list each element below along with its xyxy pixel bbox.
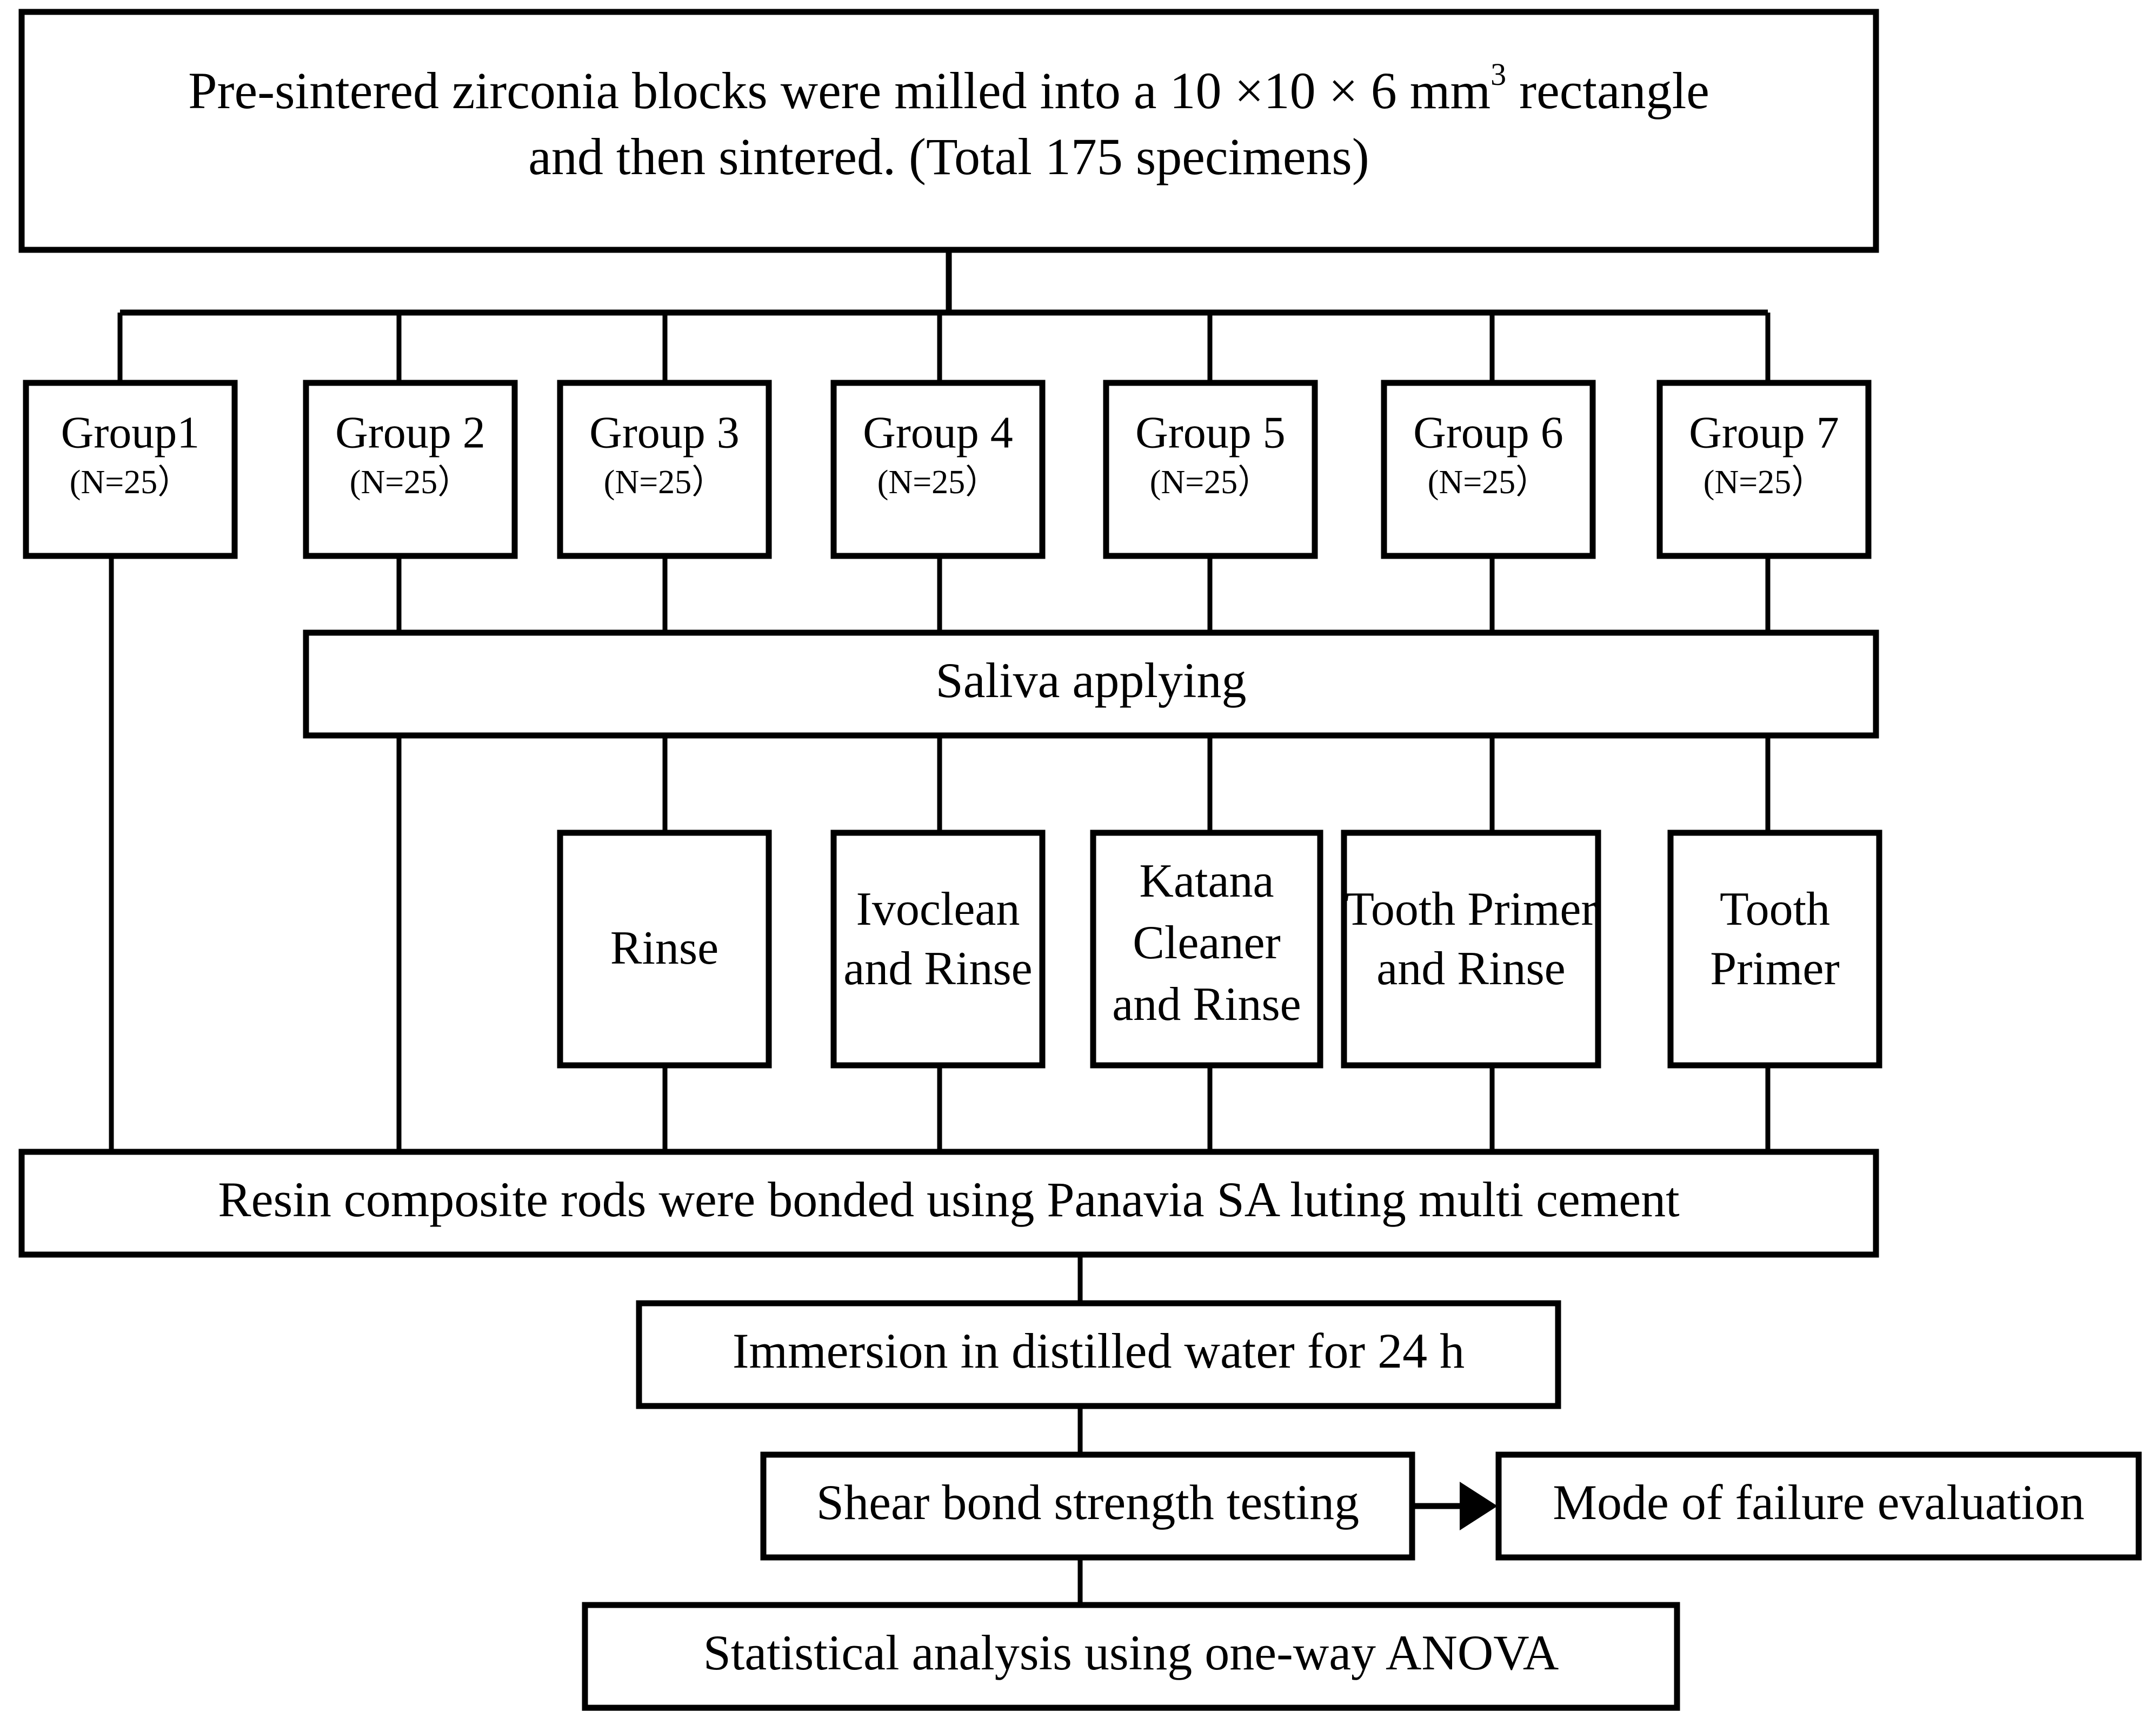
treatment-tp-line2: Primer [1710, 943, 1840, 995]
treatment-box-tooth-primer: Tooth Primer [1667, 830, 1882, 1069]
group-2-label: Group 2 [335, 407, 485, 457]
group-2-count: (N=25） [350, 464, 471, 501]
group-box-4: Group 4 (N=25） [830, 380, 1046, 559]
immersion-box: Immersion in distilled water for 24 h [636, 1300, 1561, 1409]
group-4-count: (N=25） [877, 464, 999, 501]
treatment-ivoclean-line1: Ivoclean [856, 883, 1020, 936]
bonding-box: Resin composite rods were bonded using P… [18, 1149, 1879, 1258]
group-3-label: Group 3 [589, 407, 740, 457]
group-7-label: Group 7 [1689, 407, 1839, 457]
group-5-count: (N=25） [1150, 464, 1271, 501]
title-line2: and then sintered. (Total 175 specimens) [528, 128, 1369, 185]
saliva-applying-box: Saliva applying [303, 629, 1879, 739]
group-5-label: Group 5 [1135, 407, 1286, 457]
treatment-tpr-line2: and Rinse [1376, 943, 1566, 995]
group-box-5: Group 5 (N=25） [1103, 380, 1318, 559]
testing-label: Shear bond strength testing [816, 1475, 1359, 1530]
treatment-box-katana: Katana Cleaner and Rinse [1090, 830, 1323, 1069]
connectors-treatments-to-bonding [662, 1065, 1771, 1152]
failure-label: Mode of failure evaluation [1553, 1475, 2085, 1530]
failure-box: Mode of failure evaluation [1495, 1451, 2142, 1561]
treatment-ivoclean-line2: and Rinse [843, 943, 1033, 995]
treatment-katana-line3: and Rinse [1112, 978, 1301, 1031]
group-box-2: Group 2 (N=25） [303, 380, 518, 559]
testing-box: Shear bond strength testing [760, 1451, 1415, 1561]
group-box-3: Group 3 (N=25） [557, 380, 772, 559]
group-box-1: Group1 (N=25） [23, 380, 238, 559]
group-7-count: (N=25） [1703, 464, 1825, 501]
analysis-label: Statistical analysis using one-way ANOVA [703, 1625, 1559, 1680]
title-box: Pre-sintered zirconia blocks were milled… [18, 9, 1879, 253]
group-box-6: Group 6 (N=25） [1381, 380, 1596, 559]
treatment-box-rinse: Rinse [557, 830, 772, 1069]
treatment-rinse-line1: Rinse [610, 922, 718, 974]
immersion-label: Immersion in distilled water for 24 h [733, 1323, 1465, 1378]
arrow-testing-to-failure [1412, 1482, 1498, 1530]
group-box-7: Group 7 (N=25） [1656, 380, 1872, 559]
connectors-saliva-down [396, 735, 1771, 1152]
bonding-label: Resin composite rods were bonded using P… [218, 1172, 1680, 1227]
group-6-label: Group 6 [1413, 407, 1563, 457]
group-3-count: (N=25） [604, 464, 725, 501]
treatment-tp-line1: Tooth [1720, 883, 1830, 936]
analysis-box: Statistical analysis using one-way ANOVA [582, 1602, 1680, 1711]
treatment-box-ivoclean: Ivoclean and Rinse [830, 830, 1046, 1069]
title-line1: Pre-sintered zirconia blocks were milled… [188, 57, 1709, 120]
connectors-groups-to-saliva [396, 556, 1771, 633]
treatment-katana-line2: Cleaner [1133, 917, 1281, 969]
group-6-count: (N=25） [1428, 464, 1549, 501]
group-distribution-bus [117, 250, 1771, 383]
saliva-applying-label: Saliva applying [936, 653, 1247, 708]
group-4-label: Group 4 [863, 407, 1013, 457]
treatment-box-tooth-primer-rinse: Tooth Primer and Rinse [1341, 830, 1601, 1069]
treatment-tpr-line1: Tooth Primer [1345, 883, 1597, 936]
group-1-label: Group1 [61, 407, 200, 457]
treatment-katana-line1: Katana [1139, 855, 1274, 907]
group-1-count: (N=25） [70, 464, 191, 501]
